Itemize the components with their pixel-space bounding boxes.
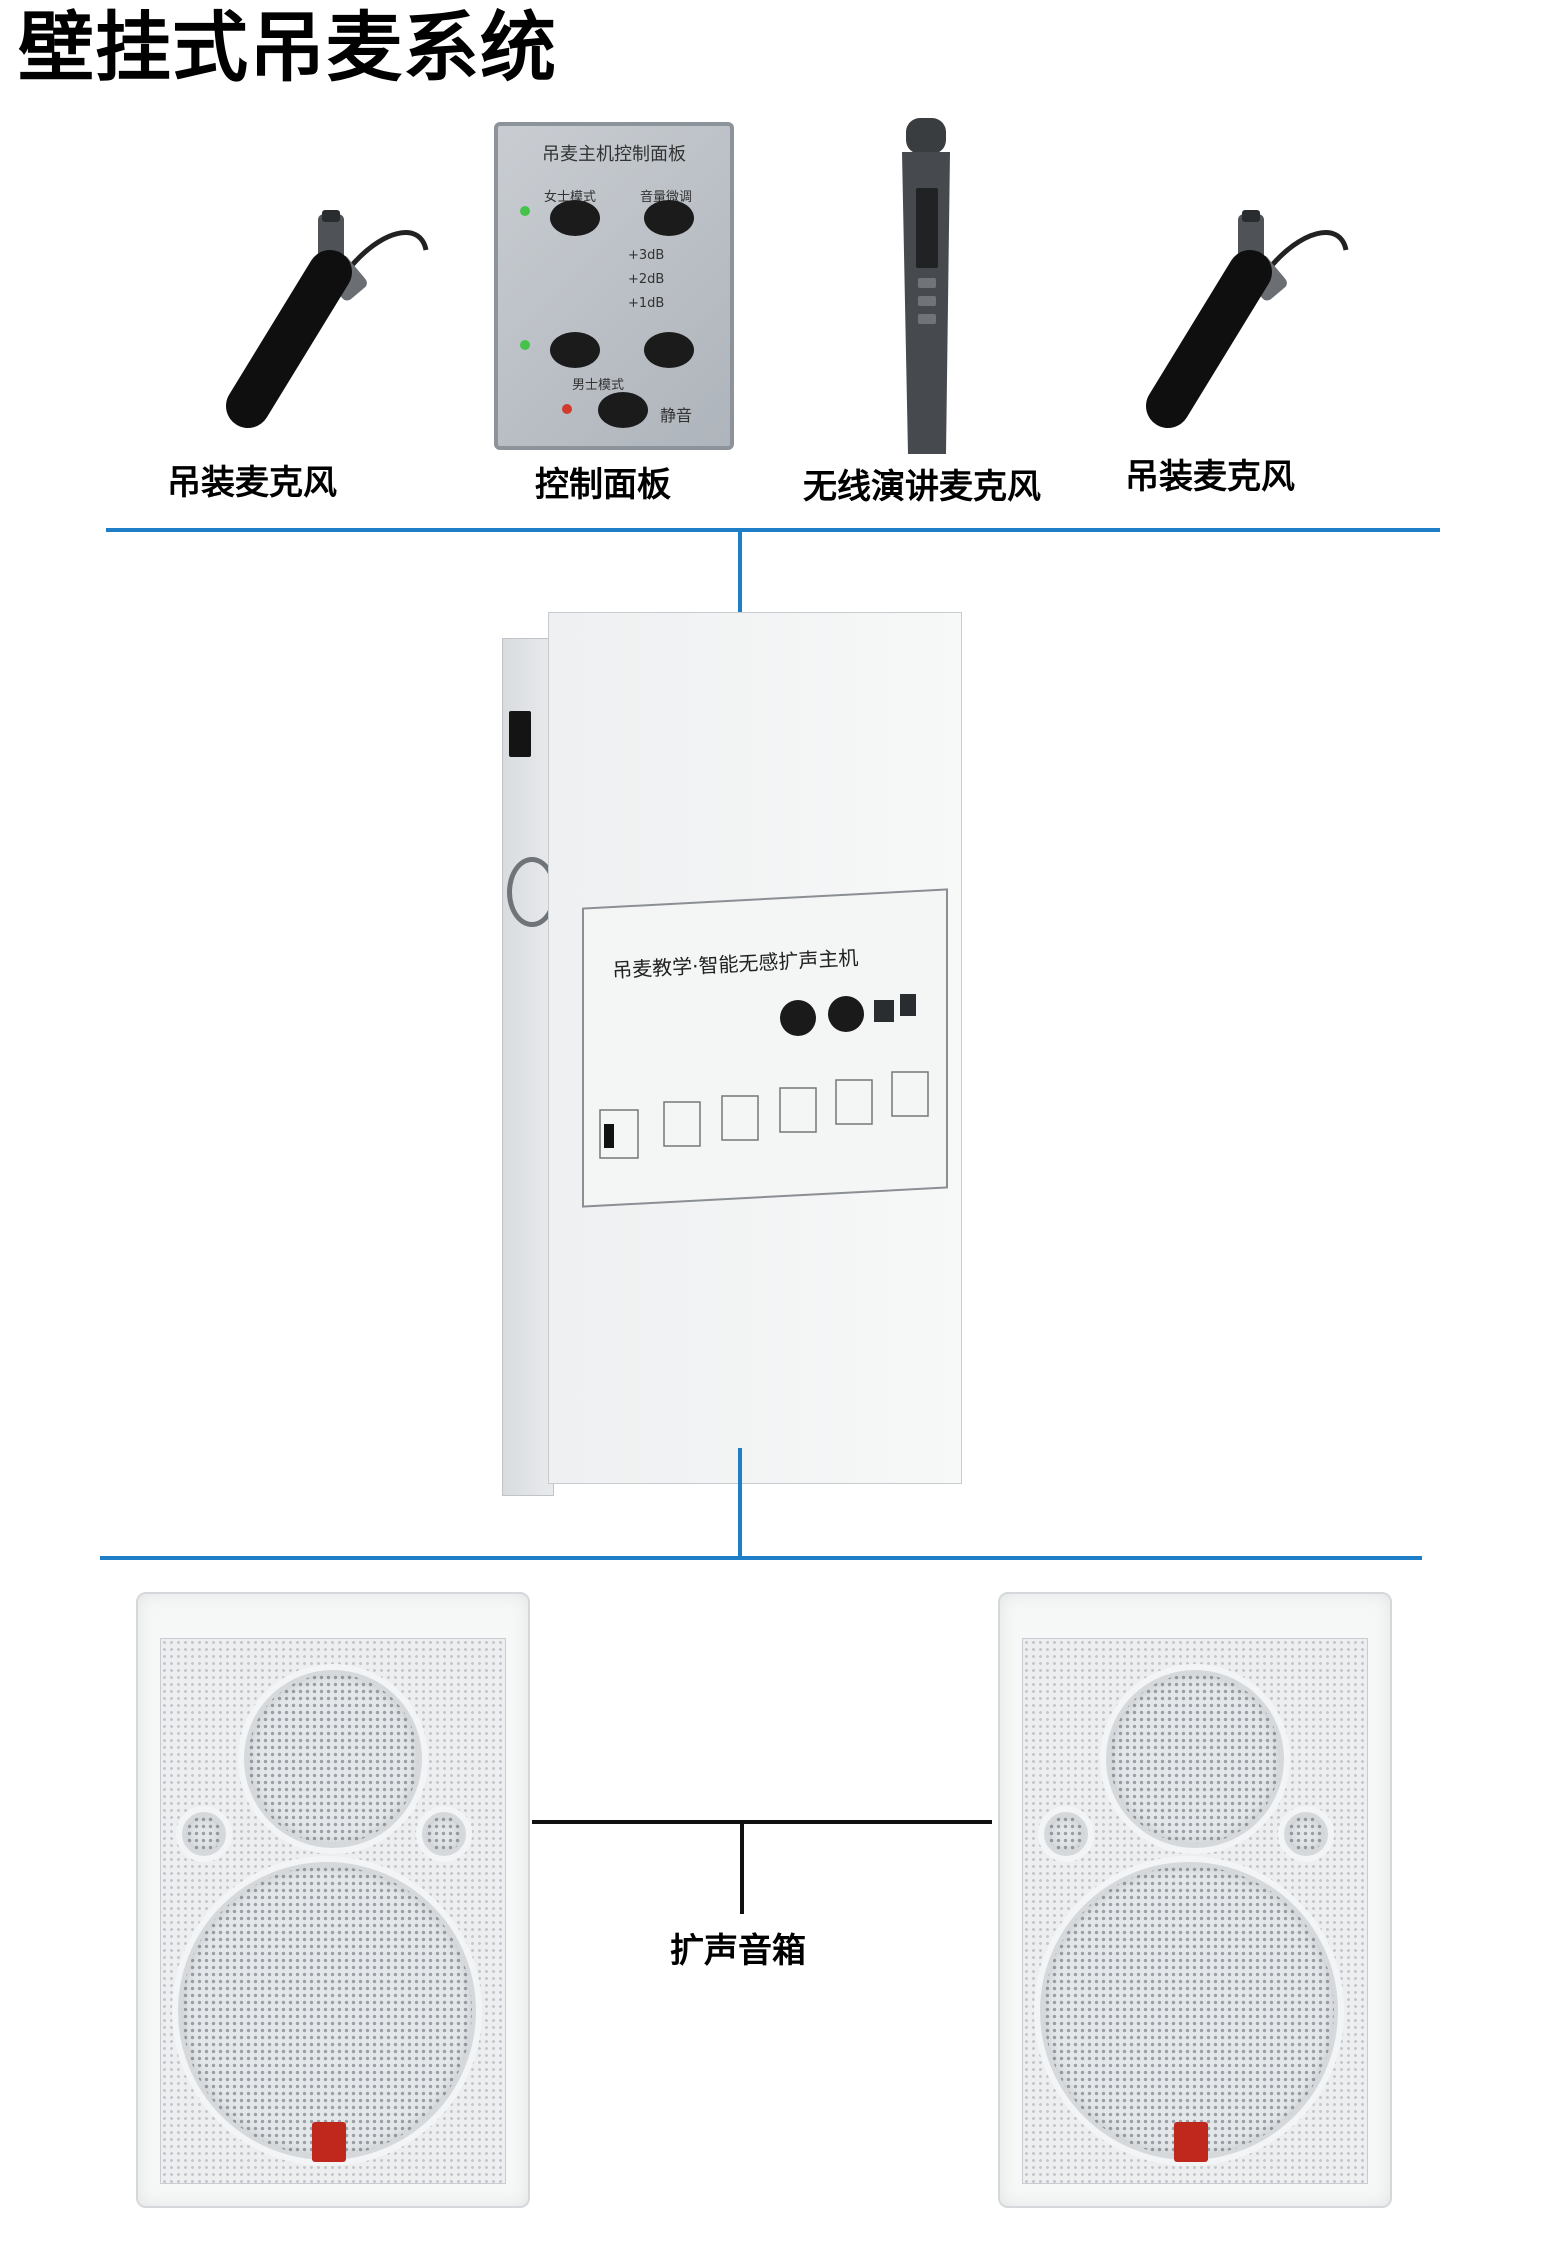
speaker-right-port-right — [1284, 1812, 1328, 1856]
control-panel-header: 吊麦主机控制面板 — [542, 144, 686, 165]
hanging-mic-left-icon — [226, 210, 429, 428]
mute-label: 静音 — [660, 406, 693, 425]
volume-down-knob — [644, 332, 694, 368]
hanging-mic-right-caption: 吊装麦克风 — [1125, 457, 1295, 497]
top-bus-line — [106, 528, 1440, 532]
speaker-link-drop — [740, 1820, 744, 1914]
female-led-icon — [520, 206, 530, 216]
hanging-mic-right-icon — [1146, 210, 1349, 428]
bottom-bus-line — [100, 1556, 1422, 1560]
level-1db: +1dB — [628, 296, 665, 311]
level-3db: +3dB — [628, 248, 665, 263]
speakers-caption: 扩声音箱 — [670, 1931, 806, 1971]
speaker-left-woofer — [178, 1862, 476, 2160]
speaker-right-port-left — [1044, 1812, 1088, 1856]
control-panel-caption: 控制面板 — [535, 465, 671, 505]
hanging-mic-left-caption: 吊装麦克风 — [167, 463, 337, 503]
speaker-left-port-right — [422, 1812, 466, 1856]
speaker-left-tweeter — [244, 1670, 422, 1848]
speaker-link-line — [532, 1820, 992, 1824]
wireless-mic-icon — [902, 118, 950, 454]
control-panel-image: 吊麦主机控制面板 女士模式 音量微调 +3dB +2dB +1dB 男士模式 静… — [494, 122, 734, 450]
speaker-right — [998, 1592, 1392, 2208]
speaker-right-logo-icon — [1174, 2122, 1208, 2162]
amplifier-side — [502, 638, 557, 1496]
top-drop-line — [738, 528, 742, 624]
mute-knob — [598, 392, 648, 428]
wireless-mic-caption: 无线演讲麦克风 — [803, 467, 1041, 507]
speaker-left — [136, 1592, 530, 2208]
speaker-right-woofer — [1040, 1862, 1338, 2160]
power-switch-icon — [509, 711, 531, 757]
amplifier-function-icons — [599, 1071, 929, 1159]
speaker-left-port-left — [182, 1812, 226, 1856]
page-title: 壁挂式吊麦系统 — [18, 3, 557, 92]
male-led-icon — [520, 340, 530, 350]
male-mode-knob — [550, 332, 600, 368]
female-mode-knob — [550, 200, 600, 236]
male-mode-label: 男士模式 — [572, 378, 625, 393]
bottom-drop-line — [738, 1448, 742, 1560]
mute-led-icon — [562, 404, 572, 414]
amplifier-knobs-icon — [780, 994, 916, 1036]
level-2db: +2dB — [628, 272, 665, 287]
speaker-right-tweeter — [1106, 1670, 1284, 1848]
volume-knob — [644, 200, 694, 236]
speaker-left-logo-icon — [312, 2122, 346, 2162]
